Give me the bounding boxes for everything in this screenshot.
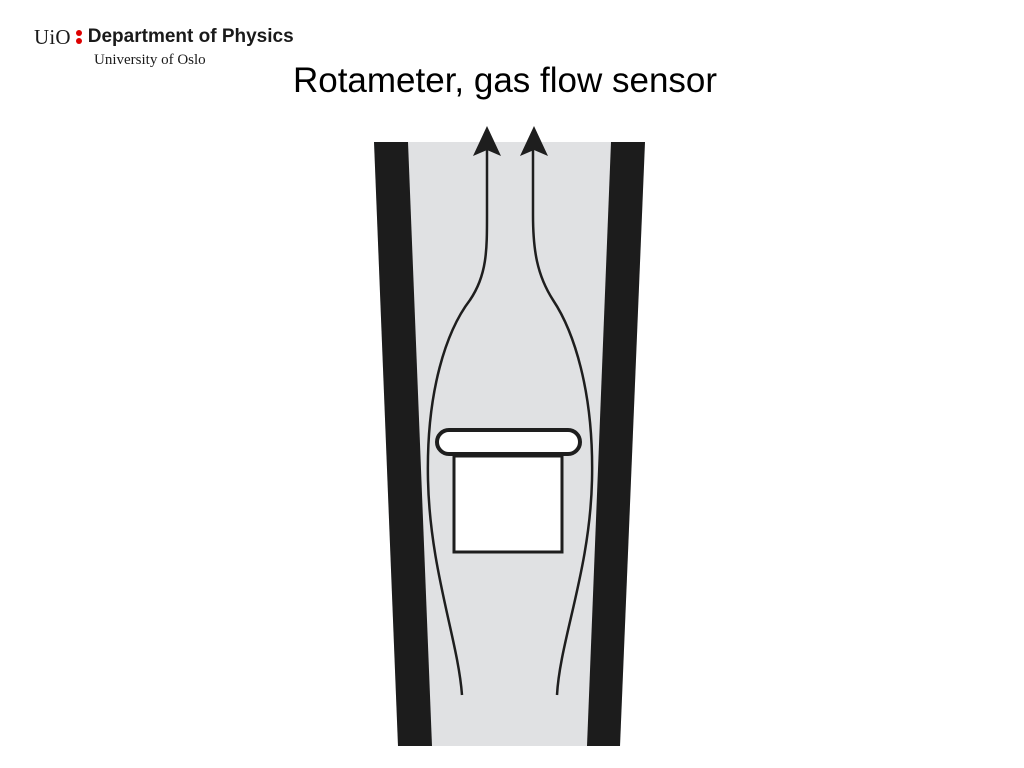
flow-arrow-left-icon	[473, 126, 501, 156]
flow-arrow-right-icon	[520, 126, 548, 156]
tube-left-wall	[374, 142, 432, 746]
slide-title: Rotameter, gas flow sensor	[292, 61, 718, 100]
tube-right-wall	[587, 142, 645, 746]
university-name: University of Oslo	[94, 52, 206, 68]
flow-streamline-left	[426, 150, 489, 696]
uio-logo: UiO Department of Physics University of …	[34, 24, 294, 69]
float-body	[452, 454, 564, 554]
logo-dots-icon	[75, 27, 82, 47]
float-rim	[435, 428, 582, 456]
flow-streamline-right	[531, 150, 594, 696]
department-name: Department of Physics	[87, 26, 294, 47]
logo-abbreviation: UiO	[34, 24, 71, 49]
logo-top-line: UiO Department of Physics	[34, 24, 294, 50]
